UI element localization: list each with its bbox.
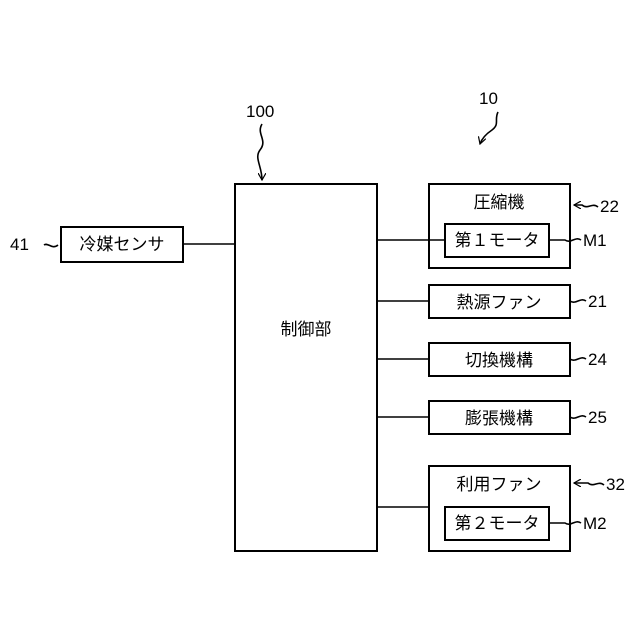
motor2-label: 第２モータ: [455, 514, 540, 534]
ref-system: 10: [479, 89, 498, 108]
ref-switching-leader: [570, 358, 586, 360]
ref-sensor-leader: [44, 244, 58, 246]
ref-use-fan: 32: [606, 475, 625, 494]
controller-label: 制御部: [281, 320, 332, 340]
heat-source-fan-label: 熱源ファン: [457, 293, 542, 313]
expansion-label: 膨張機構: [465, 409, 533, 429]
ref-controller-leader: [258, 124, 263, 180]
ref-expansion-leader: [570, 416, 586, 418]
ref-compressor: 22: [600, 197, 619, 216]
ref-expansion: 25: [588, 408, 607, 427]
controller-box: [235, 184, 377, 551]
use-fan-label: 利用ファン: [457, 475, 542, 495]
motor1-label: 第１モータ: [455, 231, 540, 251]
sensor-label: 冷媒センサ: [80, 235, 165, 255]
ref-heat-source-fan: 21: [588, 292, 607, 311]
ref-system-leader: [480, 112, 498, 144]
ref-use-fan-leader: [574, 483, 604, 485]
switching-label: 切換機構: [465, 351, 533, 371]
ref-compressor-leader: [574, 205, 598, 207]
ref-controller: 100: [246, 102, 274, 121]
ref-switching: 24: [588, 350, 607, 369]
compressor-label: 圧縮機: [474, 193, 525, 213]
ref-motor1: M1: [583, 231, 607, 250]
ref-sensor: 41: [10, 235, 29, 254]
ref-motor2: M2: [583, 514, 607, 533]
ref-heat-source-fan-leader: [570, 300, 586, 302]
